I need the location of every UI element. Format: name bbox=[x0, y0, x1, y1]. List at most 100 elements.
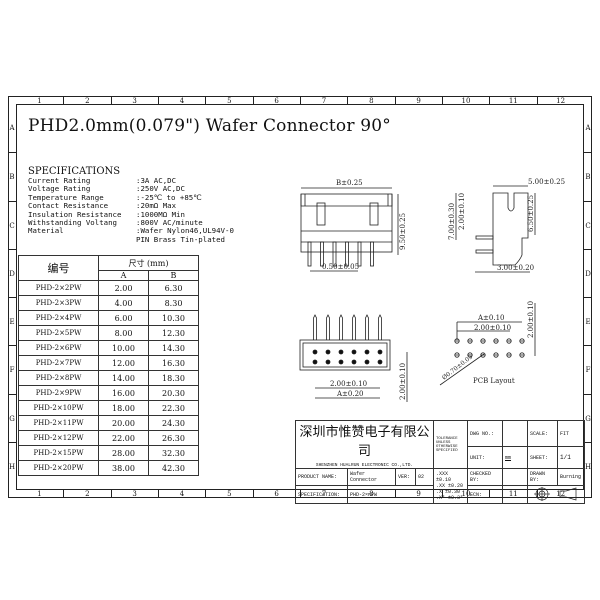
dim-b: 8.30 bbox=[148, 295, 199, 311]
tolerance-line: .XX ±0.20 bbox=[436, 483, 464, 489]
pcb-layout: A±0.10 2.00±0.10 2.00±0.10 Ø0.70±0.05 PC… bbox=[439, 301, 536, 386]
company-name-cn: 深圳市惟赞电子有限公司 bbox=[299, 425, 430, 459]
company-name-en: SHENZHEN HUALRUN ELECTRONIC CO.,LTD. bbox=[315, 463, 414, 468]
front-view: B±0.25 9.50±0.25 0.50±0.05 bbox=[300, 179, 407, 272]
pin-dot bbox=[312, 359, 318, 365]
drawn-label: DRAWN BY: bbox=[527, 468, 558, 486]
column-marker: 4 bbox=[157, 490, 205, 498]
pin bbox=[345, 241, 349, 267]
row-marker: E bbox=[584, 297, 592, 345]
column-marker: 3 bbox=[110, 97, 158, 105]
sheet-label: SHEET: bbox=[527, 446, 558, 469]
tolerance-line: .X° ±0.3° bbox=[436, 495, 464, 501]
pin-dot bbox=[338, 349, 344, 355]
pin bbox=[357, 241, 362, 267]
product-name-label: PRODUCT NAME: bbox=[295, 468, 348, 486]
dim-hole: Ø0.70±0.05 bbox=[441, 353, 474, 381]
spec-row: Insulation Resistance :1000MΩ Min bbox=[28, 209, 234, 219]
spec-value: :20mΩ Max bbox=[136, 201, 177, 211]
pin bbox=[370, 241, 374, 267]
spec-key: Voltage Rating bbox=[28, 184, 91, 194]
row-marker: H bbox=[8, 441, 16, 490]
spec-key: Contact Resistance bbox=[28, 201, 109, 211]
dim-700: 7.00±0.30 bbox=[448, 203, 456, 240]
pin-dot bbox=[364, 359, 370, 365]
unit-label: UNIT: bbox=[467, 446, 503, 469]
drawn-value: Burning bbox=[557, 468, 585, 486]
pin bbox=[339, 314, 343, 340]
pin-dot bbox=[312, 349, 318, 355]
spec-row: Temperature Range :-25℃ to +85℃ bbox=[28, 192, 234, 202]
scale-value: FIT bbox=[557, 419, 585, 448]
ecn-value bbox=[502, 485, 528, 504]
title-block: 深圳市惟赞电子有限公司 SHENZHEN HUALRUN ELECTRONIC … bbox=[295, 419, 585, 504]
checked-label: CHECKED BY: bbox=[467, 468, 503, 486]
projection-symbol bbox=[527, 485, 585, 504]
column-marker: 1 bbox=[37, 97, 42, 105]
company-block: 深圳市惟赞电子有限公司 SHENZHEN HUALRUN ELECTRONIC … bbox=[295, 420, 434, 469]
sheet-value: 1/1 bbox=[557, 446, 585, 469]
row-marker: B bbox=[584, 152, 592, 200]
pin-dot bbox=[377, 349, 383, 355]
pin bbox=[378, 314, 382, 340]
dwg-label: DWG NO.: bbox=[467, 419, 503, 448]
column-marker: 10 bbox=[441, 97, 489, 105]
spec-row: Current Rating :3A AC,DC bbox=[28, 176, 234, 185]
unit-value: mm bbox=[502, 446, 528, 469]
column-marker: 11 bbox=[489, 97, 536, 105]
spec-key: Current Rating bbox=[28, 176, 91, 185]
dim-300: 3.00±0.20 bbox=[497, 264, 534, 272]
spec-row: Withstanding Voltang:800V AC/minute bbox=[28, 218, 234, 228]
row-marker: F bbox=[584, 345, 592, 393]
ver-label: VER: bbox=[395, 468, 416, 486]
pin bbox=[320, 241, 324, 267]
row-marker: G bbox=[584, 393, 592, 442]
spec-value: :-25℃ to +85℃ bbox=[136, 192, 202, 202]
product-name: Wafer Connector bbox=[347, 468, 396, 486]
pin-dot bbox=[325, 359, 331, 365]
column-marker: 1 bbox=[37, 490, 42, 498]
spec-value: :1000MΩ Min bbox=[136, 209, 185, 219]
spec-key: Insulation Resistance bbox=[28, 209, 122, 219]
dim-pitch-pcb: 2.00±0.10 bbox=[474, 324, 511, 332]
dim-a-pcb: A±0.10 bbox=[477, 314, 505, 322]
column-marker: 7 bbox=[299, 97, 347, 105]
top-view: 2.00±0.10 A±0.20 2.00±0.10 bbox=[299, 314, 408, 402]
pin-dot bbox=[351, 349, 357, 355]
dim-pitch-top: 2.00±0.10 bbox=[330, 380, 367, 388]
tolerance-note: TOLERANCE UNLESS OTHERWISE SPECIFIED bbox=[433, 420, 468, 469]
column-marker: 2 bbox=[63, 490, 110, 498]
pin bbox=[326, 314, 330, 340]
column-marker: 6 bbox=[252, 490, 300, 498]
column-marker: 6 bbox=[252, 97, 300, 105]
pin bbox=[307, 241, 312, 267]
pin bbox=[313, 314, 317, 340]
spec-row: Material:Wafer Nylon46,UL94V-0 bbox=[28, 227, 234, 236]
dim-b: 14.30 bbox=[148, 340, 199, 356]
dim-depth: 5.00±0.25 bbox=[528, 178, 565, 186]
pin bbox=[352, 314, 356, 340]
pin-dot bbox=[377, 359, 383, 365]
pin-dot bbox=[351, 359, 357, 365]
spec-key: Temperature Range bbox=[28, 192, 104, 202]
spec-value: :3A AC,DC bbox=[136, 176, 177, 185]
row-marker: F bbox=[8, 345, 16, 393]
ver-value: 02 bbox=[415, 468, 434, 486]
scale-label: SCALE: bbox=[527, 419, 558, 448]
third-angle-projection-icon bbox=[534, 486, 577, 501]
column-marker: 5 bbox=[205, 97, 252, 105]
dim-row-pitch-top: 2.00±0.10 bbox=[399, 363, 407, 400]
spec-label: SPECIFICATION: bbox=[295, 485, 348, 504]
spec-row: Contact Resistance :20mΩ Max bbox=[28, 201, 234, 211]
spec-key: Withstanding Voltang bbox=[28, 218, 117, 228]
pcb-layout-label: PCB Layout bbox=[473, 377, 515, 385]
column-marker: 12 bbox=[536, 97, 584, 105]
